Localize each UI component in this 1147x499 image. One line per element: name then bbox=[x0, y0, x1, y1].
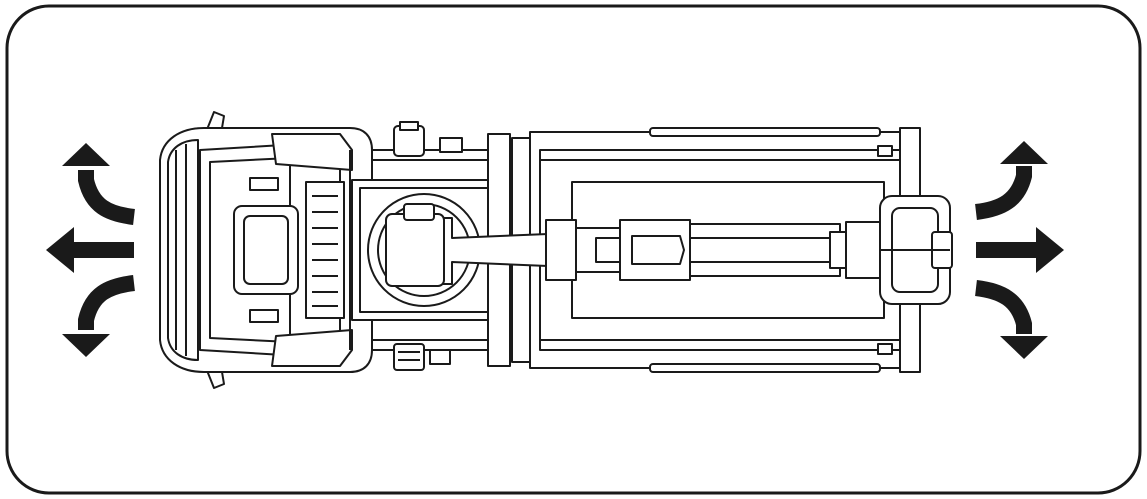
arrow-curve-up-right-icon bbox=[974, 141, 1048, 220]
arrow-right-icon bbox=[976, 227, 1064, 273]
roof-vents bbox=[249, 177, 279, 323]
arrow-left-icon bbox=[46, 227, 134, 273]
cab-rear-grille bbox=[312, 195, 338, 307]
arrow-curve-down-right-icon bbox=[974, 280, 1048, 359]
arrow-curve-down-left-icon bbox=[62, 275, 136, 357]
battery-box bbox=[393, 343, 451, 371]
arrow-curve-up-left-icon bbox=[62, 143, 136, 225]
truck-top-view bbox=[159, 111, 953, 389]
left-arrows bbox=[46, 143, 136, 357]
right-arrows bbox=[974, 141, 1064, 359]
tank-top bbox=[393, 121, 463, 157]
crane-boom bbox=[385, 195, 953, 305]
cab bbox=[159, 111, 373, 389]
